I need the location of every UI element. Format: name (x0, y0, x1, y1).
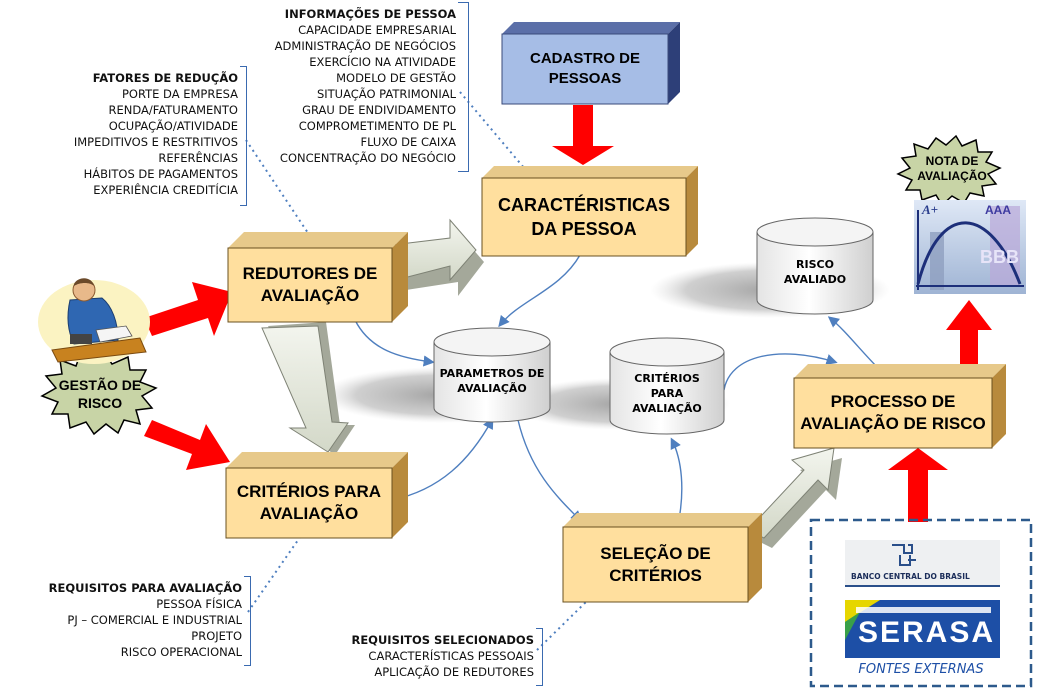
requisitos-item: PJ – COMERCIAL E INDUSTRIAL (67, 613, 242, 627)
info-pessoa-item: GRAU DE ENDIVIDAMENTO (302, 103, 456, 117)
requisitos-selecionados-title: REQUISITOS SELECIONADOS (351, 633, 534, 647)
cylinder-risco-shape (756, 217, 874, 315)
box-selecao-shape (562, 513, 762, 603)
gestao-label: GESTÃO DE RISCO (58, 377, 142, 411)
fatores-item: RENDA/FATURAMENTO (108, 103, 239, 117)
selecionados-item: APLICAÇÃO DE REDUTORES (374, 665, 534, 679)
cadastro-label: CADASTRO DE PESSOAS (529, 50, 640, 87)
requisitos-item: RISCO OPERACIONAL (120, 645, 242, 659)
fatores-reducao-list: FATORES DE REDUÇÃO PORTE DA EMPRESA REND… (30, 70, 238, 198)
grade-aaa-label: AAA (985, 203, 1011, 217)
cylinder-criterios-shape (609, 337, 725, 435)
requisitos-item: PESSOA FÍSICA (156, 597, 242, 611)
requisitos-avaliacao-title: REQUISITOS PARA AVALIAÇÃO (48, 581, 242, 595)
red-arrow-gestao-to-redutores (144, 282, 232, 336)
fatores-item: PORTE DA EMPRESA (121, 87, 238, 101)
selecionados-item: CARACTERÍSTICAS PESSOAIS (368, 649, 534, 663)
fontes-externas-box (809, 518, 1033, 688)
dotted-connectors (245, 91, 591, 651)
info-pessoa-bracket (458, 2, 469, 172)
box-processo-shape (793, 364, 1006, 449)
info-pessoa-item: COMPROMETIMENTO DE PL (298, 119, 456, 133)
info-pessoa-title: INFORMAÇÕES DE PESSOA (284, 7, 456, 21)
fatores-reducao-title: FATORES DE REDUÇÃO (92, 71, 238, 85)
flow-selecao-to-criterios (670, 437, 683, 526)
red-arrows (144, 105, 992, 522)
grey-arrow-selecao-to-processo (747, 447, 842, 548)
fatores-item: REFERÊNCIAS (158, 151, 238, 165)
dotted-selecionados-to-selecao (536, 597, 591, 651)
flow-processo-to-risco (827, 316, 881, 371)
serasa-logo (845, 600, 1000, 658)
redutores-label: REDUTORES DE AVALIAÇÃO (242, 264, 378, 305)
fatores-item: EXPERIÊNCIA CREDITÍCIA (93, 183, 238, 197)
dotted-requisitos-to-criterios (247, 529, 306, 613)
gestao-starburst (40, 350, 158, 436)
flow-parametros-to-selecao (517, 419, 582, 522)
bcb-logo (845, 540, 1000, 587)
flow-criterios-to-processo (723, 353, 838, 391)
selecionados-bracket (536, 628, 543, 686)
fatores-item: HÁBITOS DE PAGAMENTOS (83, 167, 238, 181)
fontes-externas-label: FONTES EXTERNAS (858, 662, 984, 677)
dotted-info-to-caracteristicas (459, 91, 531, 176)
flow-redutores-to-parametros (354, 319, 435, 367)
red-arrow-gestao-to-criterios (144, 420, 230, 470)
box-redutores-shape (227, 232, 408, 323)
box-caracteristicas-shape (481, 166, 698, 257)
requisitos-bracket (244, 576, 251, 666)
fatores-item: IMPEDITIVOS E RESTRITIVOS (73, 135, 238, 149)
red-arrow-fontes-to-processo (888, 448, 948, 522)
serasa-label: SERASA (858, 616, 996, 649)
risk-manager-illustration (38, 278, 150, 364)
info-pessoa-item: SITUAÇÃO PATRIMONIAL (316, 87, 456, 101)
risco-label: RISCO AVALIADO (783, 258, 847, 286)
fatores-bracket (240, 66, 247, 206)
grade-a-label: A+ (922, 202, 939, 217)
nota-label: NOTA DE AVALIAÇÃO (917, 154, 987, 183)
box-cadastro-shape (501, 22, 680, 105)
box-criterios-shape (225, 452, 408, 539)
info-pessoa-item: FLUXO DE CAIXA (360, 135, 456, 149)
red-arrow-cadastro-down (552, 105, 614, 165)
processo-label: PROCESSO DE AVALIAÇÃO DE RISCO (800, 392, 986, 433)
criterios-label: CRITÉRIOS PARA AVALIAÇÃO (236, 482, 382, 523)
dotted-fatores-to-redutores (245, 139, 319, 249)
criterios-cyl-label: CRITÉRIOS PARA AVALIAÇÃO (632, 371, 702, 415)
info-pessoa-item: MODELO DE GESTÃO (336, 71, 456, 85)
caracteristicas-label: CARACTÉRISTICAS DA PESSOA (497, 195, 670, 239)
bcb-label: BANCO CENTRAL DO BRASIL (851, 572, 970, 581)
grey-arrow-redutores-to-criterios (261, 322, 355, 455)
parametros-label: PARAMETROS DE AVALIAÇÃO (439, 367, 545, 395)
info-pessoa-item: CAPACIDADE EMPRESARIAL (298, 23, 456, 37)
rating-chart-icon (914, 200, 1026, 294)
requisitos-item: PROJETO (191, 629, 242, 643)
flow-caract-to-parametros (498, 254, 581, 328)
info-pessoa-item: CONCENTRAÇÃO DO NEGÓCIO (279, 151, 456, 165)
fatores-item: OCUPAÇÃO/ATIVIDADE (108, 119, 238, 133)
grade-bbb-label: BBB (980, 247, 1019, 267)
cylinder-parametros-shape (433, 327, 551, 423)
info-pessoa-item: ADMINISTRAÇÃO DE NEGÓCIOS (274, 39, 456, 53)
selecao-label: SELEÇÃO DE CRITÉRIOS (600, 544, 711, 585)
red-arrow-processo-to-nota (946, 300, 992, 372)
requisitos-avaliacao-list: REQUISITOS PARA AVALIAÇÃO PESSOA FÍSICA … (20, 580, 242, 660)
info-pessoa-item: EXERCÍCIO NA ATIVIDADE (309, 55, 456, 69)
info-pessoa-list: INFORMAÇÕES DE PESSOA CAPACIDADE EMPRESA… (250, 6, 456, 166)
requisitos-selecionados-list: REQUISITOS SELECIONADOS CARACTERÍSTICAS … (318, 632, 534, 680)
